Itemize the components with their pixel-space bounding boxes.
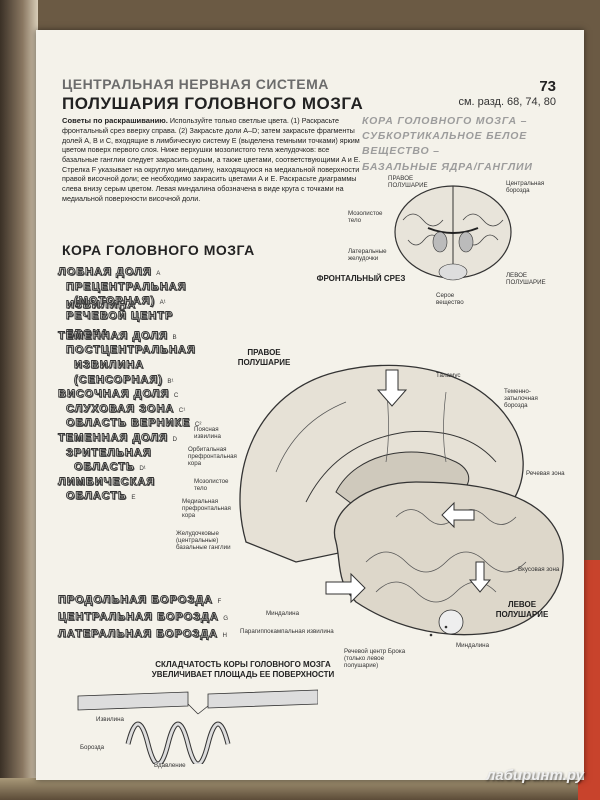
thalamus-label: Таламус bbox=[436, 372, 461, 379]
caption-line-4: БАЗАЛЬНЫЕ ЯДРА/ГАНГЛИИ bbox=[362, 160, 533, 173]
legend-item: ТЕМЕННАЯ ДОЛЯ B bbox=[58, 329, 177, 342]
brain-medial-lateral-diagram bbox=[239, 364, 564, 637]
chapter-title: ЦЕНТРАЛЬНАЯ НЕРВНАЯ СИСТЕМА bbox=[62, 76, 329, 92]
orbital-prefrontal-label: Орбитальная префронтальная кора bbox=[188, 446, 237, 468]
frontal-section-label: ФРОНТАЛЬНЫЙ СРЕЗ bbox=[316, 274, 406, 283]
frontal-gray-matter-label: Серое вещество bbox=[436, 292, 464, 307]
tips-text: Используйте только светлые цвета. (1) Ра… bbox=[62, 116, 361, 203]
speech-zone-label: Речевая зона bbox=[526, 470, 565, 477]
sulcus-label: Борозда bbox=[80, 744, 105, 751]
legend-section-title: КОРА ГОЛОВНОГО МОЗГА bbox=[62, 242, 255, 258]
legend-item: ПОСТЦЕНТРАЛЬНАЯ bbox=[66, 344, 196, 357]
book-left-edge bbox=[0, 0, 38, 800]
frontal-right-hemi-label: ПРАВОЕ ПОЛУШАРИЕ bbox=[388, 175, 428, 190]
legend-item: ЛИМБИЧЕСКАЯ bbox=[58, 475, 156, 488]
tips-heading: Советы по раскрашиванию. bbox=[62, 116, 168, 125]
legend-item: ИЗВИЛИНА bbox=[74, 358, 145, 372]
legend-item: (СЕНСОРНАЯ) B¹ bbox=[74, 373, 174, 386]
page-reference: см. разд. 68, 74, 80 bbox=[458, 96, 556, 108]
brain-right-hemi-label: ПРАВОЕ ПОЛУШАРИЕ bbox=[237, 348, 291, 367]
legend-item: ОБЛАСТЬ E bbox=[66, 490, 136, 503]
taste-zone-label: Вкусовая зона bbox=[518, 566, 560, 573]
amygdala-label: Миндалина bbox=[266, 610, 300, 617]
cortex-folding-diagram bbox=[77, 689, 318, 764]
page-title: ПОЛУШАРИЯ ГОЛОВНОГО МОЗГА bbox=[62, 94, 364, 113]
parieto-occipital-label: Теменно-затылочная борозда bbox=[504, 388, 538, 410]
frontal-ventricles-label: Латеральные желудочки bbox=[348, 248, 387, 263]
legend-item: СЛУХОВАЯ ЗОНА C¹ bbox=[66, 402, 186, 415]
depression-label: Вдавление bbox=[154, 762, 186, 769]
basal-ganglia-label: Желудочковые (центральные) базальные ган… bbox=[176, 530, 231, 552]
broca-label: Речевой центр Брока (только левое полуша… bbox=[344, 648, 406, 670]
brain-left-hemi-label: ЛЕВОЕ ПОЛУШАРИЕ bbox=[495, 600, 549, 619]
amygdala-2-label: Миндалина bbox=[456, 642, 490, 649]
legend-item: (МОТОРНАЯ) A¹ bbox=[74, 295, 166, 308]
sulci-legend: ПРОДОЛЬНАЯ БОРОЗДА F ЦЕНТРАЛЬНАЯ БОРОЗДА… bbox=[58, 590, 278, 641]
frontal-central-sulcus-label: Центральная борозда bbox=[506, 180, 545, 195]
callosum-label: Мозолистое тело bbox=[194, 478, 229, 493]
caption-line-2: СУБКОРТИКАЛЬНОЕ БЕЛОЕ bbox=[362, 130, 528, 143]
gyrus-label: Извилина bbox=[96, 716, 124, 723]
coloring-tips: Советы по раскрашиванию. Используйте тол… bbox=[62, 116, 362, 203]
frontal-caption: КОРА ГОЛОВНОГО МОЗГА – СУБКОРТИКАЛЬНОЕ Б… bbox=[362, 114, 562, 175]
sulcus-item: ЛАТЕРАЛЬНАЯ БОРОЗДА H bbox=[58, 628, 227, 641]
legend-item: ВИСОЧНАЯ ДОЛЯ C bbox=[58, 388, 179, 401]
book-bottom-edge bbox=[0, 778, 600, 800]
book-page: ЦЕНТРАЛЬНАЯ НЕРВНАЯ СИСТЕМА ПОЛУШАРИЯ ГО… bbox=[36, 30, 584, 780]
legend-item: ЗРИТЕЛЬНАЯ bbox=[66, 446, 152, 459]
frontal-section-diagram bbox=[394, 185, 512, 281]
legend-item: ПРЕЦЕНТРАЛЬНАЯ ИЗВИЛИНА bbox=[66, 280, 187, 311]
cingulate-label: Поясная извилина bbox=[194, 426, 221, 441]
legend-item: ЛОБНАЯ ДОЛЯ A bbox=[58, 266, 161, 279]
frontal-left-hemi-label: ЛЕВОЕ ПОЛУШАРИЕ bbox=[506, 272, 546, 287]
watermark-logo: лабиринт.ру bbox=[486, 767, 584, 784]
frontal-callosum-label: Мозолистое тело bbox=[348, 210, 383, 225]
folding-title: СКЛАДЧАТОСТЬ КОРЫ ГОЛОВНОГО МОЗГА УВЕЛИЧ… bbox=[151, 660, 335, 679]
medial-prefrontal-label: Медиальная префронтальная кора bbox=[182, 498, 231, 520]
legend-item: РЕЧЕВОЙ ЦЕНТР БРОКА A² bbox=[66, 309, 174, 340]
sulcus-item: ЦЕНТРАЛЬНАЯ БОРОЗДА G bbox=[58, 611, 229, 624]
caption-line-1: КОРА ГОЛОВНОГО МОЗГА – bbox=[362, 115, 528, 127]
lobes-legend: ЛОБНАЯ ДОЛЯ A ПРЕЦЕНТРАЛЬНАЯ ИЗВИЛИНА (М… bbox=[58, 262, 208, 503]
caption-line-3: ВЕЩЕСТВО – bbox=[362, 145, 440, 158]
legend-item: ОБЛАСТЬ ВЕРНИКЕ C² bbox=[66, 417, 202, 430]
sulcus-item: ПРОДОЛЬНАЯ БОРОЗДА F bbox=[58, 594, 222, 607]
page-number: 73 bbox=[539, 78, 556, 95]
parahippocampal-label: Парагиппокампальная извилина bbox=[240, 628, 334, 635]
legend-item: ОБЛАСТЬ D¹ bbox=[74, 461, 146, 474]
legend-item: ТЕМЕННАЯ ДОЛЯ D bbox=[58, 431, 178, 444]
